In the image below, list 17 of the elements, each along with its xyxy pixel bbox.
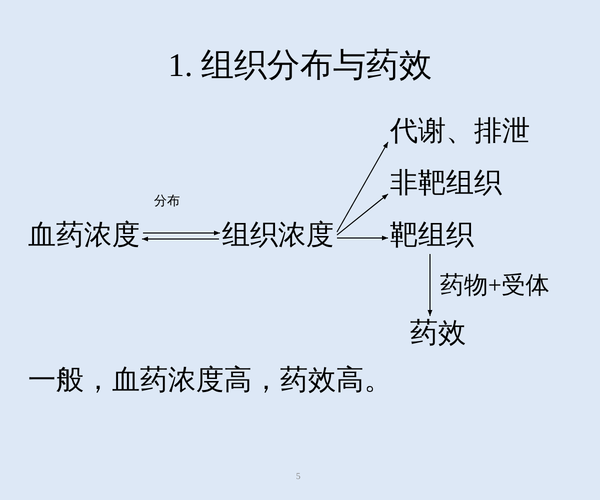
title: 1. 组织分布与药效 [167,50,433,83]
term-text: 靶组织 [390,222,474,250]
term-text: 血药浓度 [28,222,140,250]
term-text: 组织浓度 [222,222,334,250]
edge-label: 药物+受体 [440,274,550,298]
edge-label: 分布 [154,194,180,207]
arrow [336,194,388,236]
page-number: 5 [296,472,300,481]
note-text: 一般，血药浓度高，药效高。 [28,367,392,395]
arrow [142,236,220,242]
term-text: 药效 [410,320,466,348]
arrow [142,230,220,236]
term-text: 代谢、排泄 [390,118,530,146]
arrow [336,142,388,232]
arrow [336,236,388,240]
arrow [428,254,432,316]
term-text: 非靶组织 [390,170,502,198]
